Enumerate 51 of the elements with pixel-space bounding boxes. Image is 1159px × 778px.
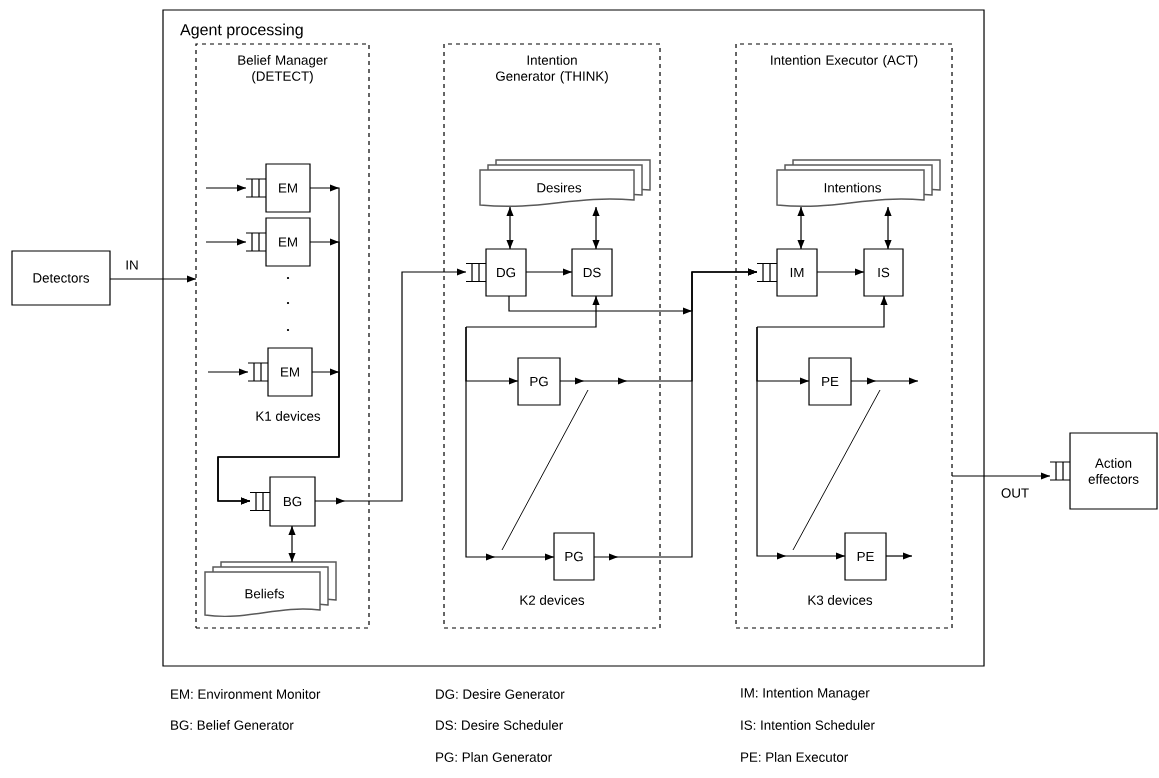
abbreviation-note: DS: Desire Scheduler (436, 720, 563, 730)
edge-label: OUT (999, 486, 1031, 500)
arrow (465, 295, 600, 328)
process-box: EM (265, 163, 311, 213)
abbreviation-note: IM: Intention Manager (741, 687, 870, 701)
process-box: PE (808, 357, 852, 406)
arrow (592, 206, 600, 250)
arrow (797, 206, 805, 250)
process-box: PE (844, 532, 887, 581)
abbreviation-note: PE: Plan Executor (741, 752, 848, 762)
process-box: IM (776, 248, 818, 297)
abbreviation-note: PG: Plan Generator (436, 752, 552, 762)
arrow (525, 268, 573, 276)
process-box: Detectors (11, 250, 111, 306)
arrow (756, 295, 888, 328)
process-box: DG (485, 248, 527, 297)
process-box: Action effectors (1069, 432, 1158, 510)
arrow (314, 268, 467, 505)
document-stack: Desires (479, 159, 651, 208)
process-box: PG (517, 357, 561, 406)
arrow (885, 552, 913, 560)
arrow (207, 368, 249, 376)
arrow (109, 275, 197, 283)
arrow (850, 377, 919, 385)
arrow (816, 268, 865, 276)
abbreviation-note: DG: Desire Generator (436, 689, 565, 699)
abbreviation-note: EM: Environment Monitor (171, 689, 321, 699)
process-box: BG (269, 476, 316, 527)
process-box: EM (265, 217, 311, 267)
arrow (593, 268, 758, 561)
process-box: IS (863, 248, 904, 297)
arrow (205, 184, 247, 192)
process-box: PG (553, 532, 595, 581)
arrow (205, 238, 247, 246)
arrow (884, 206, 892, 250)
document-stack: Intentions (776, 159, 941, 208)
abbreviation-note: IS: Intention Scheduler (741, 720, 875, 730)
group-caption: K3 devices (808, 595, 873, 605)
arrow (217, 368, 340, 505)
arrow (756, 326, 846, 560)
group-caption: K2 devices (520, 595, 585, 605)
document-stack: Beliefs (204, 561, 337, 618)
process-box: DS (571, 248, 613, 297)
arrow (288, 525, 296, 563)
edge-label: IN (124, 259, 140, 271)
arrow (951, 472, 1051, 480)
group-caption: K1 devices (256, 411, 321, 421)
arrow (506, 206, 514, 250)
abbreviation-note: BG: Belief Generator (171, 720, 294, 730)
process-box: EM (267, 347, 313, 397)
arrow (465, 326, 555, 561)
